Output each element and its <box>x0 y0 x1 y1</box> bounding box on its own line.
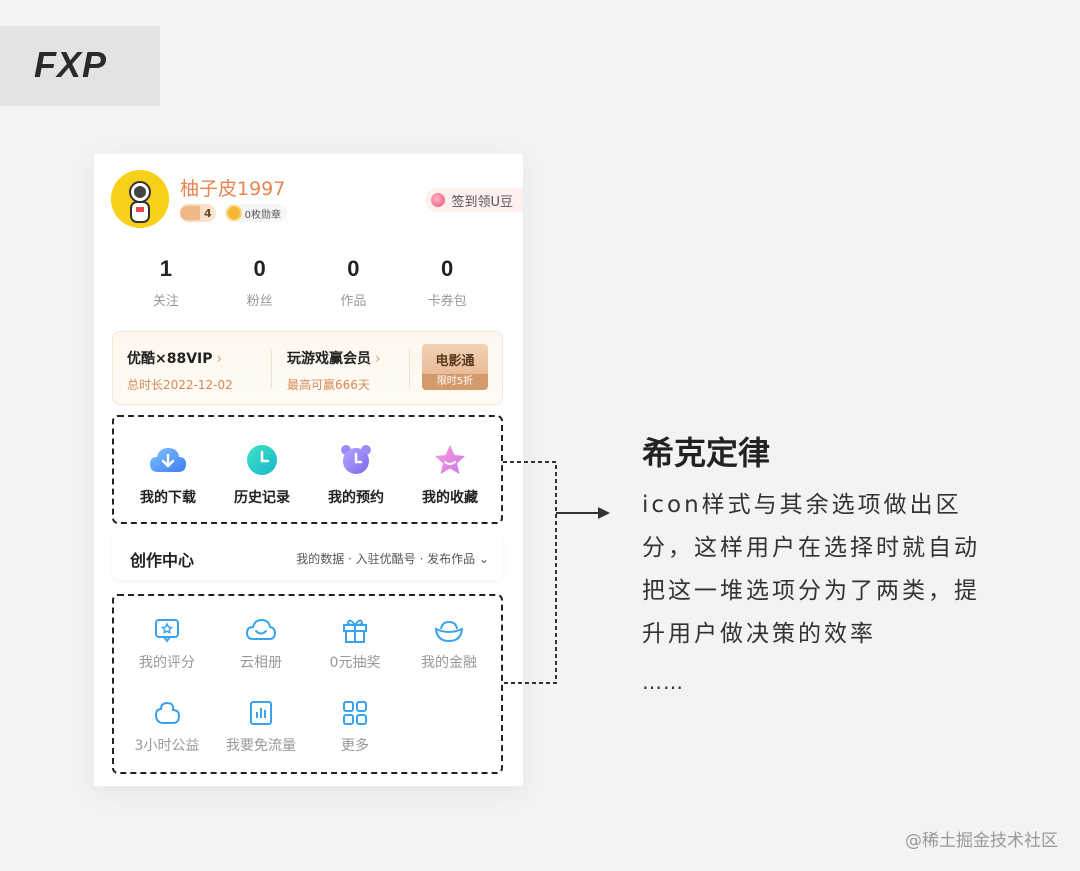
grid-icon <box>335 699 375 727</box>
bracket-connector <box>503 461 610 684</box>
vip-item-88vip[interactable]: 优酷×88VIP› 总时长2022-12-02 <box>127 348 233 393</box>
vip-item-game[interactable]: 玩游戏赢会员› 最高可赢666天 <box>287 348 381 393</box>
explanation-body: icon样式与其余选项做出区分，这样用户在选择时就自动把这一堆选项分为了两类，提… <box>642 492 980 647</box>
chevron-right-icon: › <box>375 351 381 367</box>
quick-reservation[interactable]: 我的预约 <box>321 445 391 507</box>
service-label: 0元抽奖 <box>329 655 381 671</box>
movie-pass-title: 电影通 <box>435 354 475 369</box>
signin-button[interactable]: 签到领U豆 <box>425 188 523 212</box>
stat-value: 0 <box>347 256 360 281</box>
service-free-data[interactable]: 我要免流量 <box>218 699 304 755</box>
chevron-right-icon: › <box>216 351 223 367</box>
vip-card: 优酷×88VIP› 总时长2022-12-02 玩游戏赢会员› 最高可赢666天… <box>112 331 503 405</box>
service-label: 云相册 <box>240 655 282 671</box>
creation-title: 创作中心 <box>130 551 195 570</box>
stat-label: 作品 <box>340 294 367 309</box>
cloud-download-icon <box>148 445 188 475</box>
stat-fans[interactable]: 0 粉丝 <box>213 254 307 309</box>
finance-icon <box>429 616 469 644</box>
rating-icon <box>147 616 187 644</box>
astronaut-avatar-icon <box>111 170 169 228</box>
quick-label: 历史记录 <box>234 490 290 506</box>
vip-sub: 总时长2022-12-02 <box>127 378 233 392</box>
movie-pass-button[interactable]: 电影通 限时5折 <box>422 344 488 390</box>
stat-value: 0 <box>441 256 454 281</box>
charity-icon <box>147 699 187 727</box>
vip-title: 玩游戏赢会员› <box>287 351 381 367</box>
vip-sub: 最高可赢666天 <box>287 378 370 392</box>
medal-icon <box>225 205 242 221</box>
arrow-right-icon <box>598 507 610 519</box>
brand-box <box>0 26 160 106</box>
divider <box>409 350 410 388</box>
service-label: 我的评分 <box>139 655 195 671</box>
service-cloud-album[interactable]: 云相册 <box>218 616 304 672</box>
quick-label: 我的下载 <box>140 490 196 506</box>
stat-value: 1 <box>159 256 172 281</box>
level-badge[interactable]: 4 <box>180 204 216 222</box>
stat-follow[interactable]: 1 关注 <box>119 254 213 309</box>
divider <box>271 350 272 388</box>
brand-logo: FXP <box>34 44 108 85</box>
services-highlight: 我的评分 云相册 0元抽奖 我的金融 3小时公益 <box>112 594 503 774</box>
alarm-clock-icon <box>336 445 376 475</box>
level-icon <box>180 206 200 220</box>
bean-icon <box>431 193 446 207</box>
phone-screen: 柚子皮1997 4 0枚勋章 签到领U豆 1 关注 0 粉丝 0 作品 0 卡券… <box>94 154 523 786</box>
medal-badge[interactable]: 0枚勋章 <box>223 204 288 222</box>
avatar[interactable] <box>111 170 169 228</box>
vip-title: 优酷×88VIP› <box>127 351 223 367</box>
quick-history[interactable]: 历史记录 <box>227 445 297 507</box>
creation-center[interactable]: 创作中心 我的数据 · 入驻优酷号 · 发布作品 ⌄ <box>112 534 503 580</box>
service-charity[interactable]: 3小时公益 <box>124 699 210 755</box>
quick-label: 我的收藏 <box>422 490 478 506</box>
cloud-album-icon <box>241 616 281 644</box>
quick-label: 我的预约 <box>328 490 384 506</box>
watermark: @稀土掘金技术社区 <box>905 831 1058 851</box>
stat-label: 粉丝 <box>246 294 273 309</box>
quick-actions-highlight: 我的下载 历史记录 我的预约 <box>112 415 503 524</box>
quick-download[interactable]: 我的下载 <box>133 445 203 507</box>
signin-label: 签到领U豆 <box>451 194 513 210</box>
data-plan-icon <box>241 699 281 727</box>
gift-icon <box>335 616 375 644</box>
star-icon <box>430 445 470 475</box>
level-value: 4 <box>204 206 212 220</box>
clock-icon <box>242 445 282 475</box>
service-rating[interactable]: 我的评分 <box>124 616 210 672</box>
medal-count: 0枚勋章 <box>244 209 282 221</box>
stat-coupons[interactable]: 0 卡券包 <box>400 254 494 309</box>
stats-row: 1 关注 0 粉丝 0 作品 0 卡券包 <box>119 254 494 309</box>
service-label: 更多 <box>341 738 369 754</box>
service-label: 3小时公益 <box>134 738 200 754</box>
quick-favorites[interactable]: 我的收藏 <box>415 445 485 507</box>
stat-label: 卡券包 <box>427 294 467 309</box>
service-finance[interactable]: 我的金融 <box>406 616 492 672</box>
stat-works[interactable]: 0 作品 <box>307 254 401 309</box>
badge-row: 4 0枚勋章 <box>180 204 288 222</box>
creation-links[interactable]: 我的数据 · 入驻优酷号 · 发布作品 ⌄ <box>296 552 489 566</box>
stat-label: 关注 <box>152 294 179 309</box>
service-more[interactable]: 更多 <box>312 699 398 755</box>
stat-value: 0 <box>253 256 266 281</box>
service-label: 我要免流量 <box>226 738 296 754</box>
service-lottery[interactable]: 0元抽奖 <box>312 616 398 672</box>
movie-pass-sub: 限时5折 <box>422 374 488 390</box>
explanation-title: 希克定律 <box>642 434 771 472</box>
username[interactable]: 柚子皮1997 <box>180 178 286 200</box>
explanation-ellipsis: …… <box>642 670 684 694</box>
service-label: 我的金融 <box>421 655 477 671</box>
